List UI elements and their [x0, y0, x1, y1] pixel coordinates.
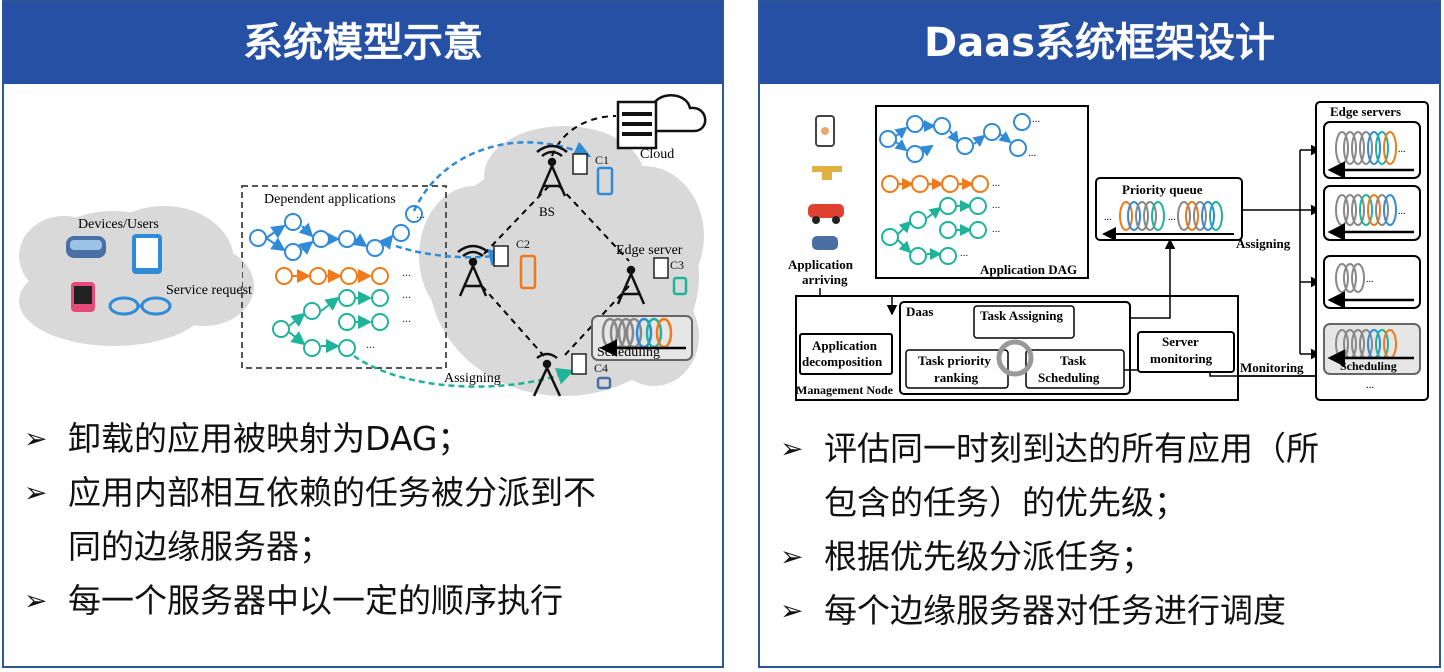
svg-text:...: ... [1028, 147, 1037, 159]
svg-text:...: ... [402, 265, 411, 279]
svg-text:C1: C1 [595, 153, 609, 167]
app-decomposition-box [799, 333, 893, 375]
svg-text:...: ... [366, 337, 375, 351]
svg-text:C4: C4 [594, 361, 608, 375]
bs-label: BS [539, 204, 555, 219]
svg-text:Task Assigning: Task Assigning [980, 308, 1063, 323]
bs-tower-icon [536, 144, 568, 197]
app-arriving-label-2: arriving [802, 272, 848, 287]
svg-text:Scheduling: Scheduling [1038, 370, 1100, 385]
svg-text:...: ... [402, 287, 411, 301]
assigning-label: Assigning [1236, 236, 1291, 251]
left-title: 系统模型示意 [4, 2, 722, 84]
blue-dag [249, 205, 423, 261]
svg-text:...: ... [1104, 212, 1112, 223]
right-bullet: ➢ 评估同一时刻到达的所有应用（所 包含的任务）的优先级； [780, 429, 1319, 522]
svg-text:...: ... [1032, 113, 1041, 125]
svg-text:Task priority: Task priority [918, 353, 991, 368]
app-dag-label: Application DAG [980, 262, 1077, 277]
car-icon [808, 204, 844, 224]
smart-glasses-icon [108, 296, 172, 316]
server-icons [493, 153, 669, 375]
right-bullet: ➢ 根据优先级分派任务； [780, 537, 1154, 576]
svg-text:monitoring: monitoring [1150, 351, 1213, 366]
scheduling-label: Scheduling [597, 345, 660, 360]
svg-text:...: ... [1398, 144, 1406, 155]
left-bullet: ➢ 应用内部相互依赖的任务被分派到不 同的边缘服务器； [24, 473, 596, 566]
task-priority-box [905, 349, 1009, 389]
svg-text:...: ... [1366, 274, 1374, 285]
svg-text:...: ... [1398, 206, 1406, 217]
app-arriving-label-1: Application [788, 257, 854, 272]
tower-c2-icon [457, 244, 489, 297]
task-assigning-box [973, 305, 1075, 339]
right-title: Daas系统框架设计 [760, 2, 1439, 84]
daas-label: Daas [906, 304, 933, 319]
svg-text:...: ... [992, 177, 1001, 189]
blue-dag [879, 113, 1031, 163]
teal-dag [272, 289, 389, 357]
svg-text:C3: C3 [670, 258, 684, 272]
scheduling-label: Scheduling [1340, 359, 1397, 373]
svg-text:C2: C2 [516, 237, 530, 251]
svg-text:ranking: ranking [934, 370, 979, 385]
orange-dag [881, 175, 989, 193]
teal-assign-arc [353, 354, 575, 388]
cloud-label: Cloud [640, 147, 674, 162]
svg-text:...: ... [402, 311, 411, 325]
cloud-server-rack-icon [616, 100, 658, 150]
c1-server [596, 166, 614, 196]
svg-text:...: ... [1168, 212, 1176, 223]
drone-icon [812, 166, 842, 180]
c3-server [672, 276, 688, 296]
devices-label: Devices/Users [78, 217, 159, 232]
svg-text:Task: Task [1060, 353, 1087, 368]
edge-server-3 [1323, 255, 1421, 309]
svg-text:...: ... [992, 223, 1001, 235]
edge-servers-label: Edge servers [1330, 104, 1401, 119]
teal-dag [881, 197, 987, 265]
speech-pointer [194, 261, 242, 286]
svg-text:Application: Application [812, 338, 878, 353]
server-monitoring-box [1137, 331, 1235, 373]
right-bullet: ➢ 每个边缘服务器对任务进行调度 [780, 591, 1286, 630]
svg-text:Server: Server [1162, 334, 1199, 349]
edge-server-label: Edge server [616, 243, 683, 258]
left-bullet: ➢ 每一个服务器中以一定的顺序执行 [24, 581, 563, 620]
monitoring-label: Monitoring [1240, 360, 1304, 375]
svg-text:...: ... [960, 247, 969, 259]
dependent-apps-label: Dependent applications [264, 192, 396, 207]
smartwatch-icon [71, 282, 95, 312]
svg-text:...: ... [992, 199, 1001, 211]
c2-server [519, 254, 537, 290]
phone-icon [815, 115, 835, 147]
priority-queue-label: Priority queue [1122, 182, 1203, 197]
blue-assign-arc [412, 141, 592, 212]
left-bullet: ➢ 卸载的应用被映射为DAG； [24, 419, 471, 458]
daas-framework-diagram: Application arriving ... [788, 101, 1429, 401]
tablet-icon [132, 234, 162, 274]
orange-dag [275, 267, 389, 285]
vr-headset-icon [66, 236, 106, 258]
tower-c4-icon [532, 352, 562, 397]
system-model-diagram: Devices/Users Service request Dependent … [19, 94, 707, 397]
svg-text:...: ... [416, 207, 425, 221]
svg-text:...: ... [1366, 379, 1375, 391]
c4-server [596, 376, 612, 390]
right-panel: Daas系统框架设计 Application arriving [758, 0, 1441, 668]
service-request-label: Service request [166, 283, 252, 298]
svg-text:decomposition: decomposition [802, 354, 883, 369]
right-bullets: ➢ 评估同一时刻到达的所有应用（所 包含的任务）的优先级； ➢ 根据优先级分派任… [780, 422, 1319, 638]
cycle-icon [996, 339, 1034, 377]
left-bullets: ➢ 卸载的应用被映射为DAG； ➢ 应用内部相互依赖的任务被分派到不 同的边缘服… [24, 412, 596, 628]
vr-headset-icon [812, 236, 838, 250]
assigning-label: Assigning [444, 371, 501, 386]
left-panel: 系统模型示意 [2, 0, 724, 668]
management-node-label: Management Node [796, 383, 894, 397]
app-dag-box [875, 105, 1089, 279]
tower-c3-icon [616, 265, 646, 305]
